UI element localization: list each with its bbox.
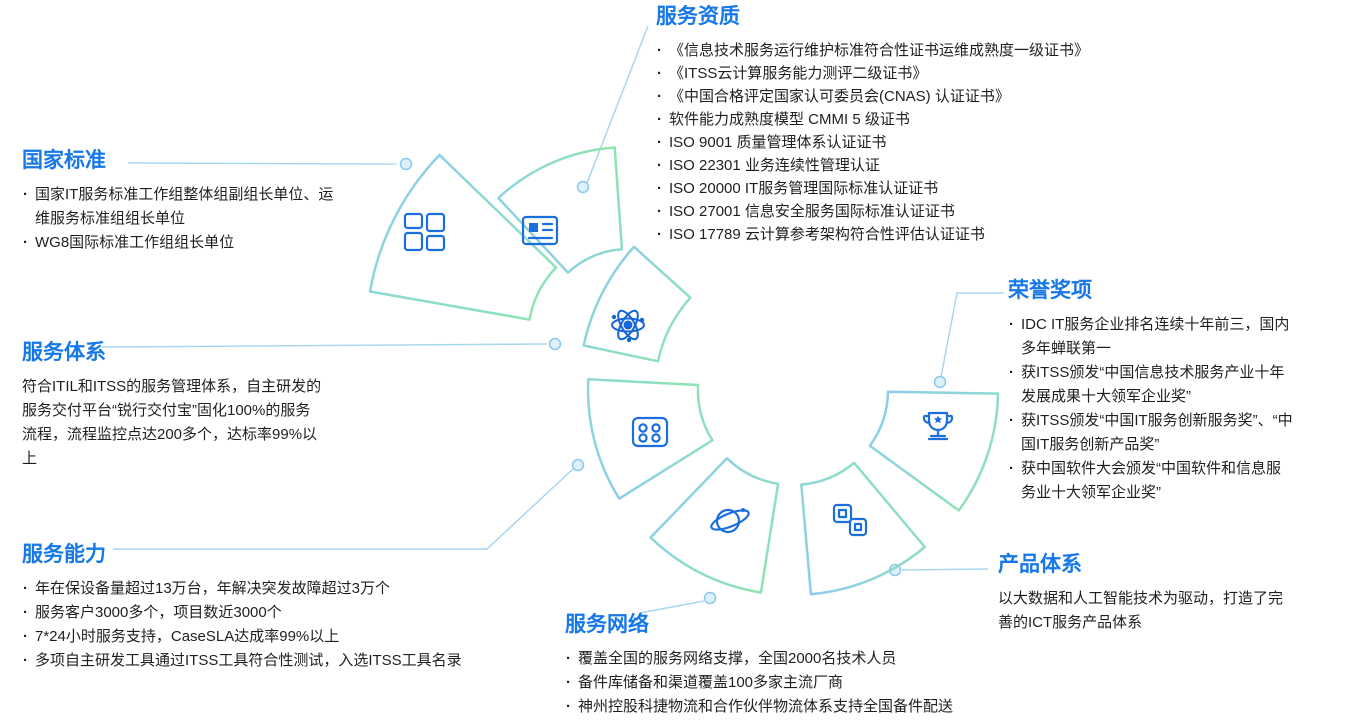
connector-line-honors (940, 292, 1004, 378)
list-item: 软件能力成熟度模型 CMMI 5 级证书 (656, 108, 1256, 131)
connector-line-network (639, 600, 705, 614)
list-item: 获ITSS颁发“中国信息技术服务产业十年发展成果十大领军企业奖” (1008, 361, 1294, 409)
list-item: 多项自主研发工具通过ITSS工具符合性测试，入选ITSS工具名录 (22, 649, 542, 673)
connectors (101, 25, 1004, 614)
section-title: 服务资质 (656, 5, 740, 28)
news-document-icon (521, 215, 559, 246)
section-network: 服务网络 覆盖全国的服务网络支撑，全国2000名技术人员 备件库储备和渠道覆盖1… (565, 612, 1065, 719)
list-item: WG8国际标准工作组组长单位 (22, 231, 334, 255)
section-list: 年在保设备量超过13万台，年解决突发故障超过3万个 服务客户3000多个，项目数… (22, 577, 542, 673)
boxes-dice-icon (832, 503, 868, 537)
list-item: 获ITSS颁发“中国IT服务创新服务奖”、“中国IT服务创新产品奖” (1008, 409, 1294, 457)
connector-line-service-system (101, 343, 548, 348)
connector-dot-qualifications (576, 180, 590, 194)
section-title: 服务网络 (565, 613, 649, 636)
ring-segment-trophy (868, 390, 1000, 512)
connector-dot-network (703, 591, 717, 605)
list-item: ISO 17789 云计算参考架构符合性评估认证证书 (656, 223, 1256, 246)
list-item: 神州控股科捷物流和合作伙伴物流体系支持全国备件配送 (565, 695, 1065, 719)
section-list: 覆盖全国的服务网络支撑，全国2000名技术人员 备件库储备和渠道覆盖100多家主… (565, 647, 1065, 719)
ring-segment-boxes (800, 461, 927, 596)
section-list: IDC IT服务企业排名连续十年前三，国内多年蝉联第一 获ITSS颁发“中国信息… (1008, 313, 1294, 505)
section-list: 《信息技术服务运行维护标准符合性证书运维成熟度一级证书》 《ITSS云计算服务能… (656, 39, 1256, 246)
list-item: 《ITSS云计算服务能力测评二级证书》 (656, 62, 1256, 85)
section-body: 以大数据和人工智能技术为驱动，打造了完善的ICT服务产品体系 (998, 590, 1284, 631)
connector-dot-capability (571, 458, 585, 472)
section-title: 荣誉奖项 (1008, 279, 1092, 302)
trophy-icon (922, 411, 954, 441)
connector-line-national-standards (127, 162, 398, 165)
list-item: 《中国合格评定国家认可委员会(CNAS) 认证证书》 (656, 85, 1256, 108)
ring-segment-planet (649, 457, 780, 594)
section-body: 符合ITIL和ITSS的服务管理体系，自主研发的服务交付平台“锐行交付宝”固化1… (22, 378, 322, 467)
ring-segment-grid (368, 153, 558, 321)
connector-line-capability (113, 467, 575, 550)
connector-dot-service-system (548, 337, 562, 351)
list-item: 备件库储备和渠道覆盖100多家主流厂商 (565, 671, 1065, 695)
list-item: ISO 20000 IT服务管理国际标准认证证书 (656, 177, 1256, 200)
list-item: 《信息技术服务运行维护标准符合性证书运维成熟度一级证书》 (656, 39, 1256, 62)
section-list: 国家IT服务标准工作组整体组副组长单位、运维服务标准组组长单位 WG8国际标准工… (22, 183, 334, 255)
section-title: 国家标准 (22, 149, 106, 172)
section-service-system: 服务体系 符合ITIL和ITSS的服务管理体系，自主研发的服务交付平台“锐行交付… (22, 340, 322, 471)
ring-segment-news (497, 146, 624, 274)
list-item: ISO 22301 业务连续性管理认证 (656, 154, 1256, 177)
list-item: IDC IT服务企业排名连续十年前三，国内多年蝉联第一 (1008, 313, 1294, 361)
connector-dot-national-standards (399, 157, 413, 171)
section-qualifications: 服务资质 《信息技术服务运行维护标准符合性证书运维成熟度一级证书》 《ITSS云… (656, 4, 1256, 246)
planet-icon (710, 508, 750, 534)
section-national-standards: 国家标准 国家IT服务标准工作组整体组副组长单位、运维服务标准组组长单位 WG8… (22, 148, 334, 255)
list-item: 服务客户3000多个，项目数近3000个 (22, 601, 542, 625)
list-item: 获中国软件大会颁发“中国软件和信息服务业十大领军企业奖” (1008, 457, 1294, 505)
list-item: ISO 9001 质量管理体系认证证书 (656, 131, 1256, 154)
list-item: 覆盖全国的服务网络支撑，全国2000名技术人员 (565, 647, 1065, 671)
ring-icons (403, 212, 954, 537)
app-grid-icon (631, 416, 669, 448)
ring-segment-appgrid (586, 378, 714, 500)
section-title: 产品体系 (998, 553, 1082, 576)
atom-network-icon (611, 309, 645, 343)
section-title: 服务能力 (22, 543, 106, 566)
grid-tiles-icon (403, 212, 446, 252)
list-item: 国家IT服务标准工作组整体组副组长单位、运维服务标准组组长单位 (22, 183, 334, 231)
section-honors: 荣誉奖项 IDC IT服务企业排名连续十年前三，国内多年蝉联第一 获ITSS颁发… (1008, 278, 1294, 505)
list-item: ISO 27001 信息安全服务国际标准认证证书 (656, 200, 1256, 223)
list-item: 7*24小时服务支持，CaseSLA达成率99%以上 (22, 625, 542, 649)
connector-line-qualifications (586, 25, 649, 184)
connector-dot-honors (933, 375, 947, 389)
section-products: 产品体系 以大数据和人工智能技术为驱动，打造了完善的ICT服务产品体系 (998, 552, 1290, 635)
ring-segment-center (582, 245, 692, 363)
section-capability: 服务能力 年在保设备量超过13万台，年解决突发故障超过3万个 服务客户3000多… (22, 542, 542, 673)
connector-line-products (901, 568, 989, 571)
section-title: 服务体系 (22, 341, 106, 364)
list-item: 年在保设备量超过13万台，年解决突发故障超过3万个 (22, 577, 542, 601)
ring-segments (368, 146, 1000, 596)
